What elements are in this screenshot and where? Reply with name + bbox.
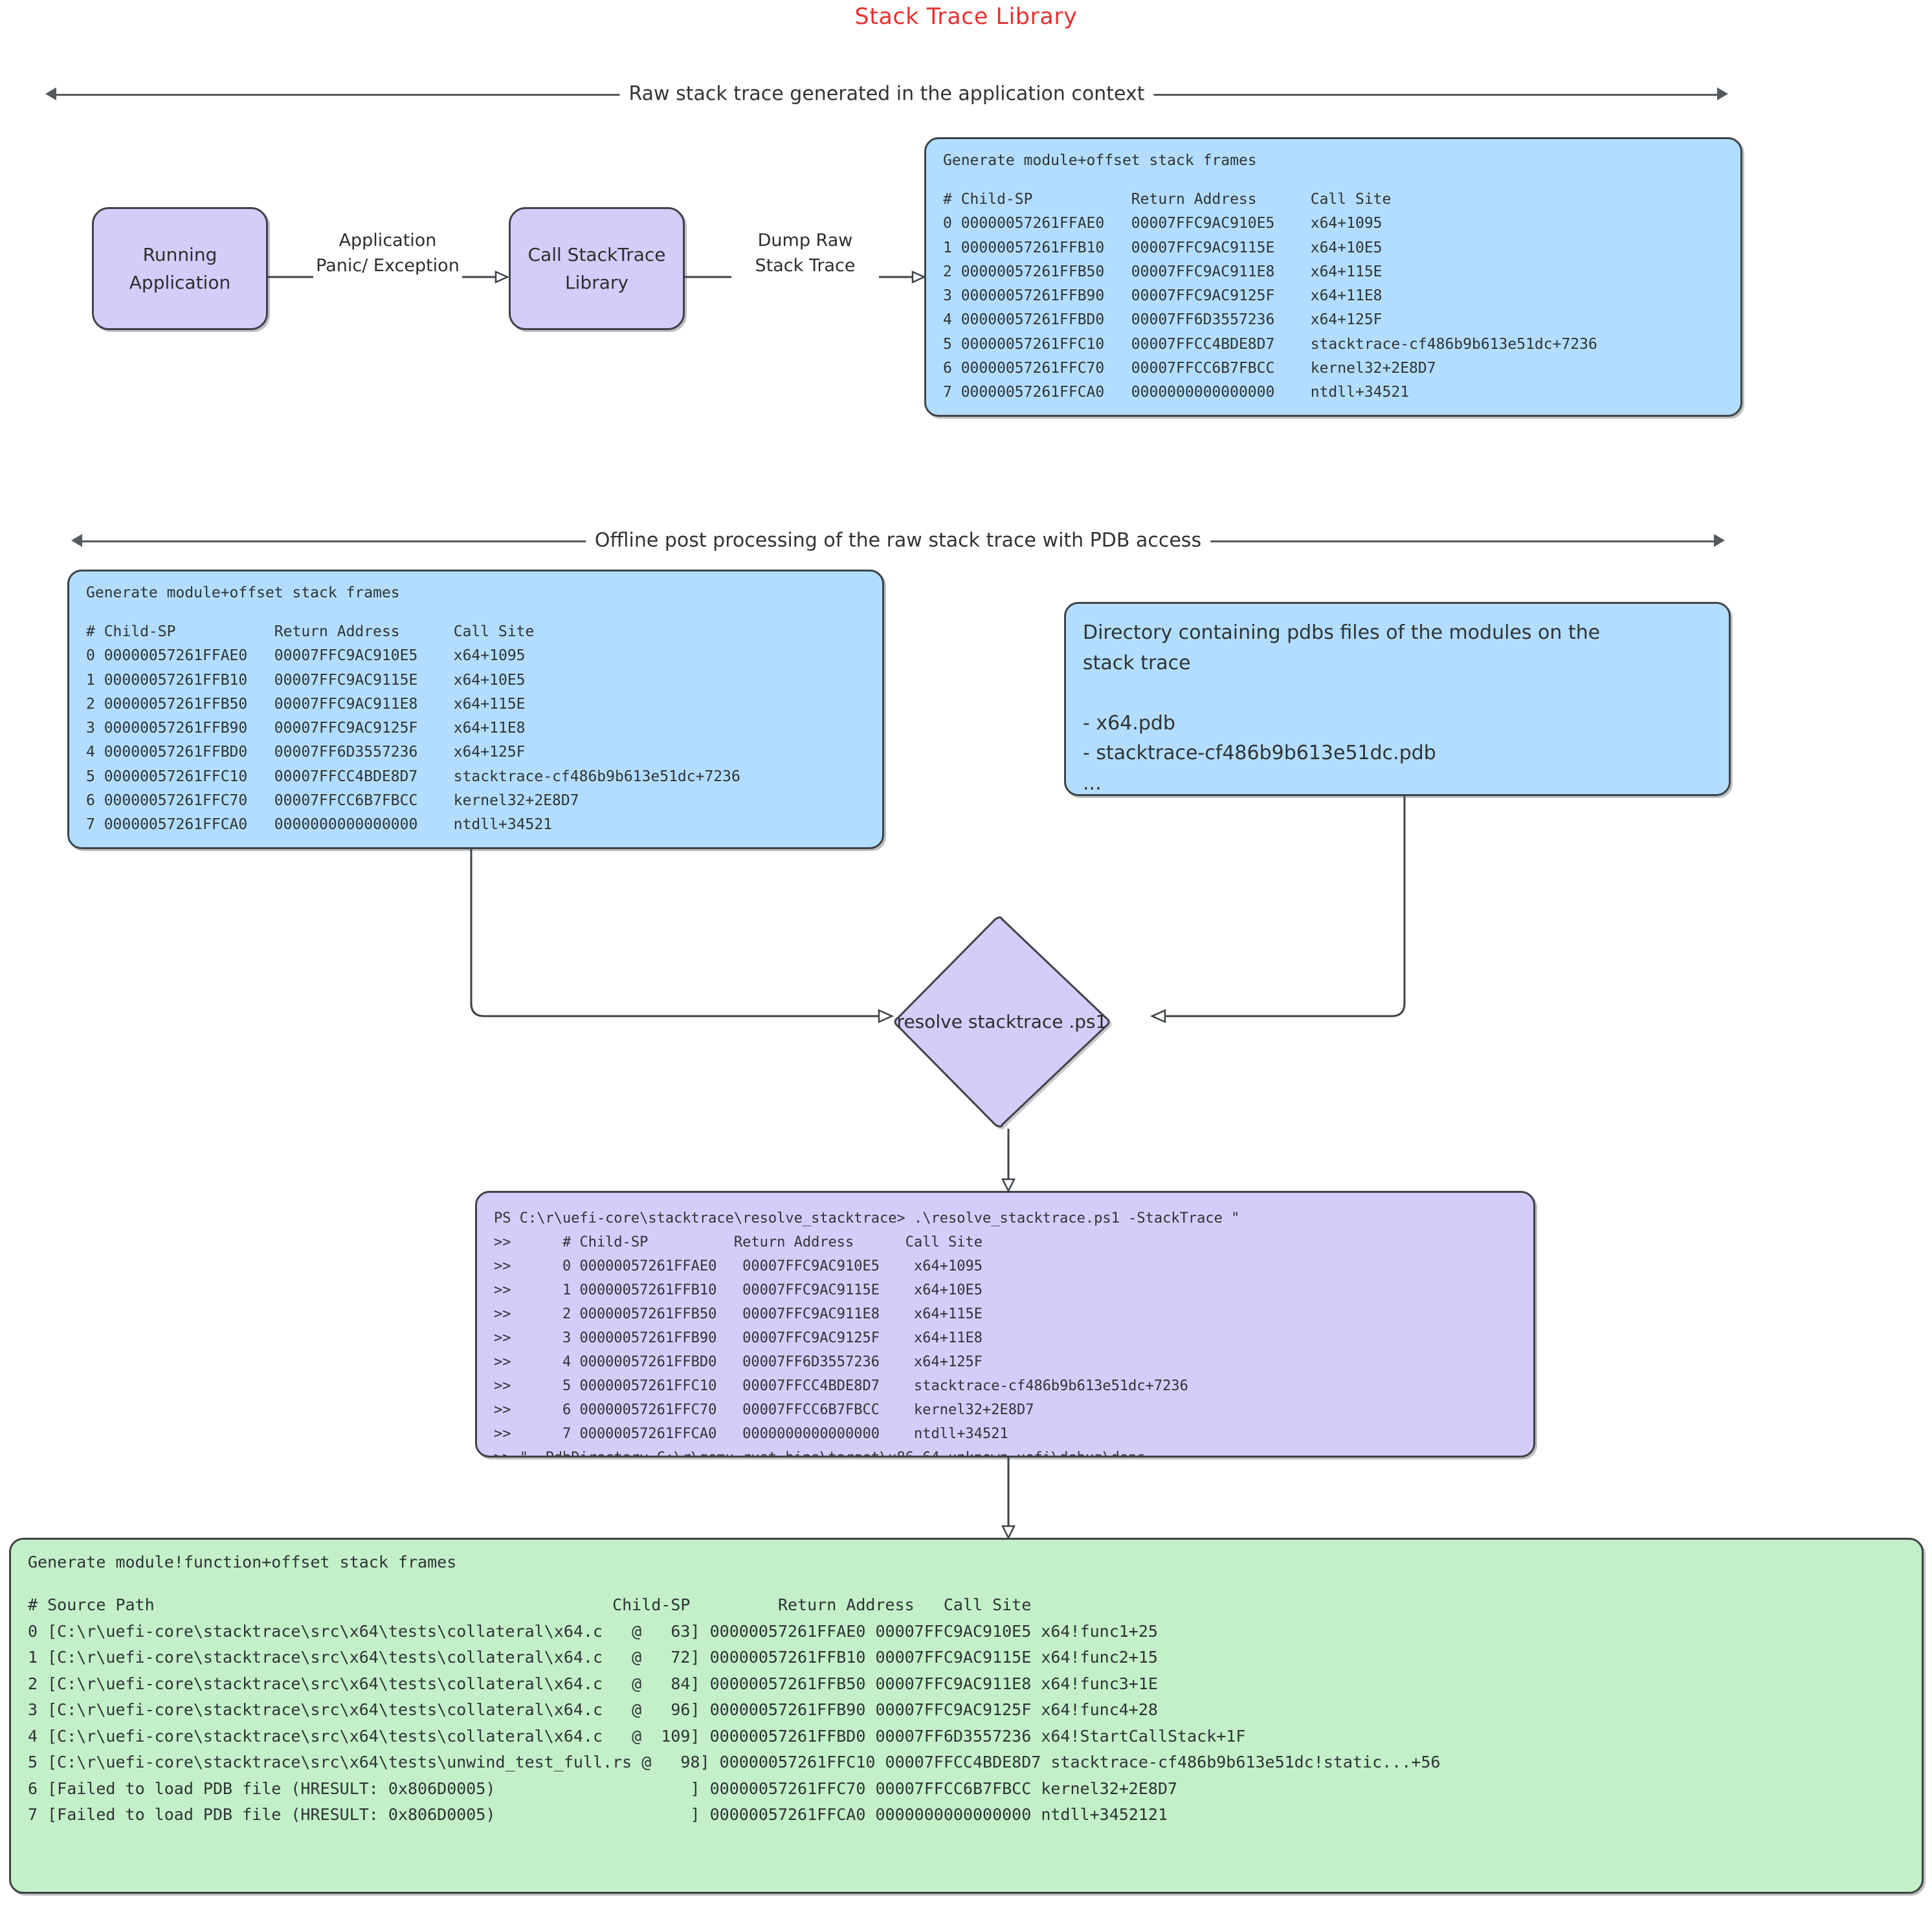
arrow-head-right-top <box>1717 87 1728 100</box>
section-label-top: Raw stack trace generated in the applica… <box>619 82 1154 105</box>
pdb-directory-box: Directory containing pdbs files of the m… <box>1064 602 1731 796</box>
resolved-output-box: Generate module!function+offset stack fr… <box>9 1538 1924 1894</box>
edge-label-app-to-library: Application Panic/ Exception <box>313 228 462 279</box>
arrow-head-left-top <box>45 87 56 100</box>
page-title: Stack Trace Library <box>854 4 1078 30</box>
resolved-output-heading: Generate module!function+offset stack fr… <box>28 1553 457 1571</box>
raw-trace-heading-bottom: Generate module+offset stack frames <box>86 584 400 601</box>
arrow-head-right-bottom <box>1714 534 1725 547</box>
raw-trace-box-bottom: Generate module+offset stack frames # Ch… <box>67 570 884 849</box>
raw-trace-body-top: # Child-SP Return Address Call Site 0 00… <box>943 191 1597 401</box>
section-label-bottom: Offline post processing of the raw stack… <box>585 529 1211 552</box>
raw-trace-heading-top: Generate module+offset stack frames <box>943 152 1257 169</box>
powershell-command-body: PS C:\r\uefi-core\stacktrace\resolve_sta… <box>494 1210 1240 1456</box>
node-running-application[interactable]: Running Application <box>92 207 268 330</box>
diamond-shape <box>894 916 1110 1127</box>
section-span-bottom: Offline post processing of the raw stack… <box>71 521 1725 560</box>
section-span-top: Raw stack trace generated in the applica… <box>45 74 1728 113</box>
node-resolve-stacktrace-ps1[interactable]: resolve stacktrace .ps1 <box>892 915 1112 1129</box>
raw-trace-box-top: Generate module+offset stack frames # Ch… <box>924 137 1742 417</box>
edge-raw-trace-to-resolve <box>470 849 894 1023</box>
arrow-head-left-bottom <box>71 534 82 547</box>
edge-resolve-to-powershell <box>1001 1129 1016 1193</box>
edge-pdb-directory-to-resolve <box>1149 796 1406 1023</box>
node-call-stacktrace-library[interactable]: Call StackTrace Library <box>509 207 685 330</box>
edge-powershell-to-resolved <box>1001 1458 1016 1540</box>
pdb-directory-text: Directory containing pdbs files of the m… <box>1083 621 1601 795</box>
powershell-command-box: PS C:\r\uefi-core\stacktrace\resolve_sta… <box>475 1191 1535 1458</box>
edge-label-dump-raw-stack-trace: Dump Raw Stack Trace <box>731 228 879 279</box>
raw-trace-body-bottom: # Child-SP Return Address Call Site 0 00… <box>86 623 740 833</box>
resolved-output-body: # Source Path Child-SP Return Address Ca… <box>28 1595 1441 1824</box>
